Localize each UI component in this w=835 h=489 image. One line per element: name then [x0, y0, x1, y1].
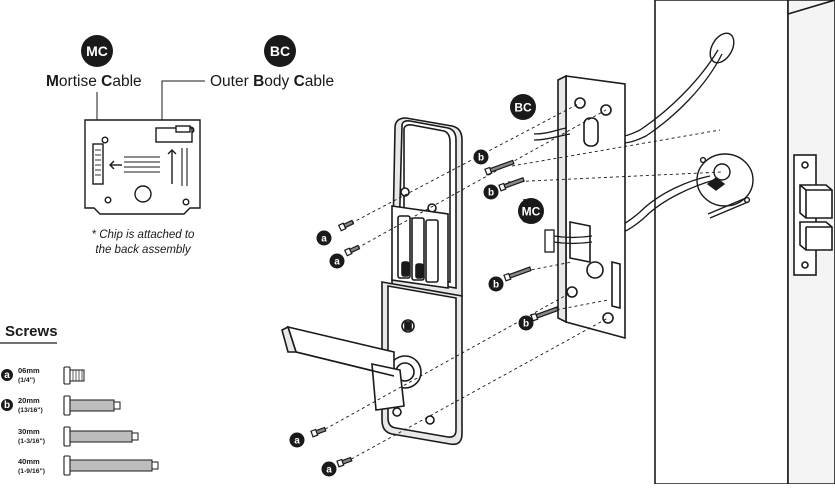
svg-text:06mm: 06mm	[18, 366, 40, 375]
screw-row-b: b 20mm (13/16")	[1, 395, 121, 416]
screw-row-40mm: 40mm (1-9/16")	[18, 455, 159, 476]
callout-b-3: b	[488, 276, 504, 292]
door-holes	[696, 32, 754, 219]
svg-text:MC: MC	[86, 43, 108, 59]
svg-text:(1-9/16"): (1-9/16")	[18, 468, 45, 475]
door-wall	[654, 0, 835, 485]
front-lock-body	[381, 117, 463, 446]
svg-text:b: b	[478, 153, 484, 164]
svg-text:30mm: 30mm	[18, 427, 40, 436]
callout-b-2: b	[483, 184, 499, 200]
mc-badge-legend: MC	[81, 35, 113, 67]
note-line-2: the back assembly	[95, 244, 191, 256]
callout-a-1: a	[316, 230, 332, 246]
screw-row-30mm: 30mm (1-3/16")	[18, 426, 139, 447]
outer-body-cable-label: Outer Body Cable	[210, 73, 334, 90]
callout-b-1: b	[473, 149, 489, 165]
chip-board	[84, 119, 201, 215]
svg-text:a: a	[326, 465, 332, 476]
bc-badge-legend: BC	[264, 35, 296, 67]
svg-text:20mm: 20mm	[18, 396, 40, 405]
diagram-screws	[310, 159, 559, 468]
note-line-1: * Chip is attached to	[92, 229, 196, 241]
svg-text:a: a	[334, 257, 340, 268]
svg-text:a: a	[321, 234, 327, 245]
screw-row-a: a 06mm (1/4")	[1, 366, 85, 385]
guide-lines	[319, 102, 723, 463]
svg-text:(13/16"): (13/16")	[18, 407, 43, 414]
svg-text:b: b	[488, 188, 494, 199]
callout-a-3: a	[289, 432, 305, 448]
mortise-cable-label: Mortise Cable	[46, 73, 142, 90]
svg-text:BC: BC	[270, 43, 290, 59]
callout-a-2: a	[329, 253, 345, 269]
screws-heading: Screws	[5, 323, 58, 340]
callout-b-4: b	[518, 315, 534, 331]
svg-text:(1-3/16"): (1-3/16")	[18, 438, 45, 445]
mc-connector	[544, 229, 593, 253]
svg-text:b: b	[523, 319, 529, 330]
back-plate	[557, 74, 626, 340]
svg-text:a: a	[4, 370, 10, 381]
svg-text:BC: BC	[514, 101, 532, 115]
svg-text:40mm: 40mm	[18, 457, 40, 466]
svg-text:MC: MC	[522, 205, 541, 219]
callout-a-4: a	[321, 461, 337, 477]
mc-badge-diagram: MC	[518, 198, 544, 224]
svg-text:(1/4"): (1/4")	[18, 377, 35, 384]
bc-badge-diagram: BC	[510, 94, 536, 120]
svg-text:b: b	[493, 280, 499, 291]
svg-text:b: b	[4, 400, 10, 411]
svg-text:a: a	[294, 436, 300, 447]
